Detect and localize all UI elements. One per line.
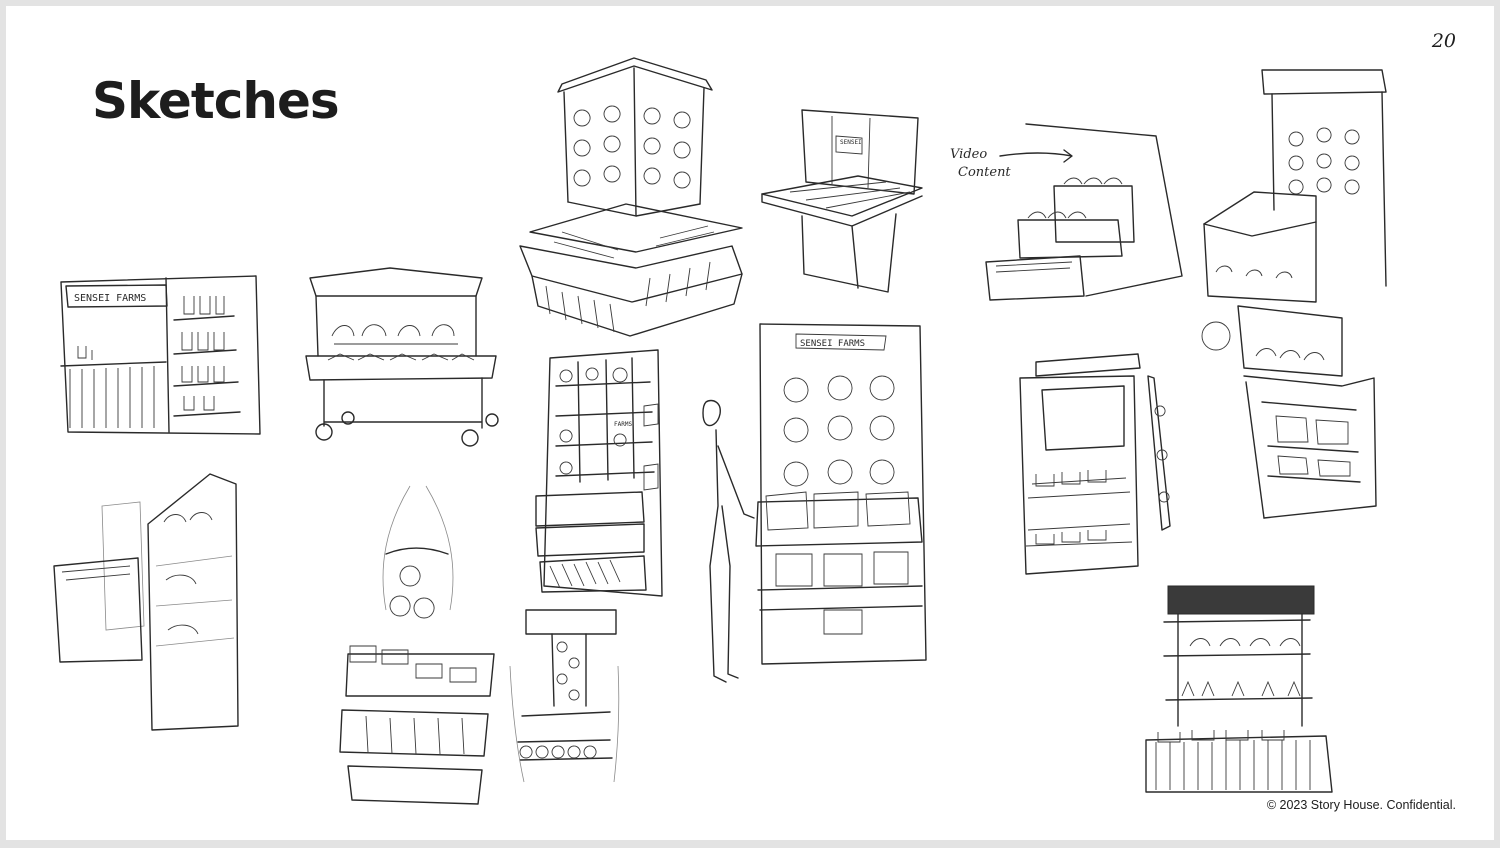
sketch-dark-tower <box>509 609 620 783</box>
annotation-video: Video <box>950 147 987 162</box>
sketch-label-brand-4: SENSEI FARMS <box>800 339 865 349</box>
sketch-stepped-display: Video Content <box>950 123 1183 301</box>
footer-copyright: © 2023 Story House. Confidential. <box>1266 798 1456 812</box>
annotation-content: Content <box>958 165 1011 180</box>
sketch-sensei-display: SENSEI FARMS <box>755 323 927 665</box>
sketch-bin-display <box>53 473 239 731</box>
page-number: 20 <box>1431 30 1456 52</box>
sketches-collage: SENSEI FARMS <box>53 57 1387 805</box>
sketch-produce-cart <box>305 267 499 447</box>
slide-title: Sketches <box>92 72 340 130</box>
sketch-shelf-unit: FARMS <box>535 349 663 597</box>
sketch-lower-shelving <box>1145 585 1333 793</box>
sketch-tall-case <box>1203 69 1387 303</box>
sketch-label-brand-2: SENSEI <box>840 139 862 146</box>
sketch-tower-kiosk <box>519 57 743 337</box>
slide: Sketches 20 SENSEI FARMS <box>6 6 1494 840</box>
sketch-round-tower <box>339 485 495 805</box>
sketch-screen-wall <box>1019 353 1171 575</box>
sketch-angled-display: SENSEI <box>761 109 923 293</box>
sketch-label-brand-1: SENSEI FARMS <box>74 293 146 304</box>
sketch-produce-cabinet <box>1201 305 1377 519</box>
sketch-human-figure <box>702 399 755 683</box>
sketch-wall-shelf: SENSEI FARMS <box>60 275 261 435</box>
sketch-label-brand-3: FARMS <box>614 421 632 428</box>
